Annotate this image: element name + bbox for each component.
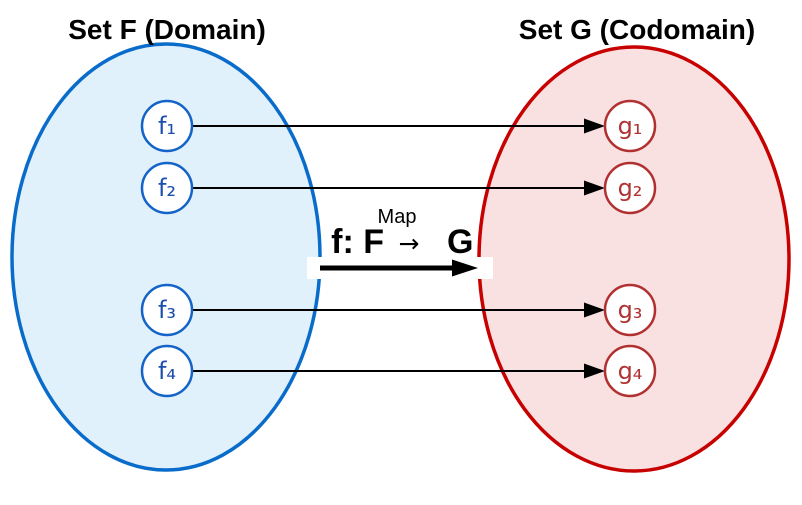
domain-element-f4: f₄ [140, 344, 194, 398]
domain-element-label: f₃ [158, 296, 176, 324]
codomain-element-g3: g₃ [603, 283, 657, 337]
map-label-prefix: f: F [331, 223, 384, 261]
map-caption: Map [378, 206, 417, 228]
domain-element-f1: f₁ [140, 99, 194, 153]
codomain-element-label: g₁ [618, 112, 643, 140]
arrowhead-icon [584, 118, 605, 134]
mapping-arrow-f2-g2 [192, 180, 605, 196]
arrowhead-icon [584, 302, 605, 318]
arrowhead-icon [452, 259, 478, 277]
codomain-element-g1: g₁ [603, 99, 657, 153]
domain-element-f3: f₃ [140, 283, 194, 337]
domain-element-f2: f₂ [140, 161, 194, 215]
mapping-arrow-f4-g4 [192, 363, 605, 379]
domain-set-title: Set F (Domain) [68, 14, 266, 45]
codomain-element-g2: g₂ [603, 161, 657, 215]
domain-element-label: f₂ [158, 174, 176, 202]
mapping-arrow-f1-g1 [192, 118, 605, 134]
codomain-element-label: g₄ [618, 357, 643, 385]
codomain-set-title: Set G (Codomain) [519, 14, 755, 45]
codomain-element-g4: g₄ [603, 344, 657, 398]
map-big-arrow [320, 259, 478, 277]
arrowhead-icon [584, 180, 605, 196]
map-label-suffix: G [447, 223, 473, 261]
arrowhead-icon [584, 363, 605, 379]
domain-element-label: f₁ [158, 112, 176, 140]
codomain-element-label: g₃ [618, 296, 643, 324]
domain-element-label: f₄ [158, 357, 176, 385]
map-label-arrow-glyph: → [399, 229, 420, 258]
mapping-arrow-f3-g3 [192, 302, 605, 318]
codomain-element-label: g₂ [618, 174, 643, 202]
